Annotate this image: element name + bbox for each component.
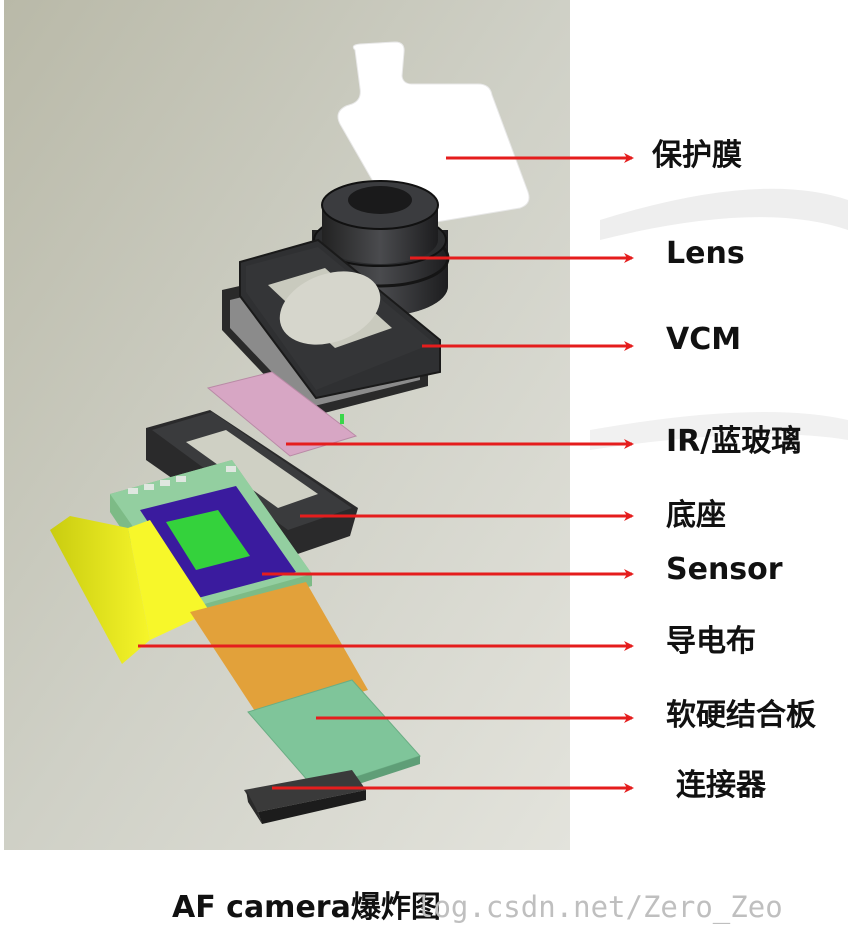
- watermark-text: log.csdn.net/Zero_Zeo: [416, 890, 783, 924]
- callout-arrows: [138, 153, 634, 793]
- diagram-caption: AF camera爆炸图: [172, 890, 441, 925]
- label-vcm: VCM: [666, 322, 742, 357]
- label-connector: 连接器: [676, 768, 766, 803]
- label-ir: IR/蓝玻璃: [666, 424, 802, 459]
- background-swoosh: [590, 412, 848, 450]
- base-holder: [146, 410, 358, 558]
- label-cloth: 导电布: [666, 624, 756, 659]
- conductive-cloth: [50, 516, 150, 664]
- green-dot: [340, 414, 344, 424]
- label-sensor: Sensor: [666, 552, 783, 587]
- ir-filter: [206, 371, 358, 457]
- label-film: 保护膜: [652, 138, 742, 173]
- background-swoosh: [600, 188, 848, 240]
- flex-cable: [190, 582, 368, 722]
- conductive-cloth-fold: [128, 520, 210, 640]
- connector-part: [244, 770, 366, 824]
- label-base: 底座: [666, 498, 726, 533]
- label-lens: Lens: [666, 236, 745, 271]
- label-board: 软硬结合板: [666, 698, 816, 733]
